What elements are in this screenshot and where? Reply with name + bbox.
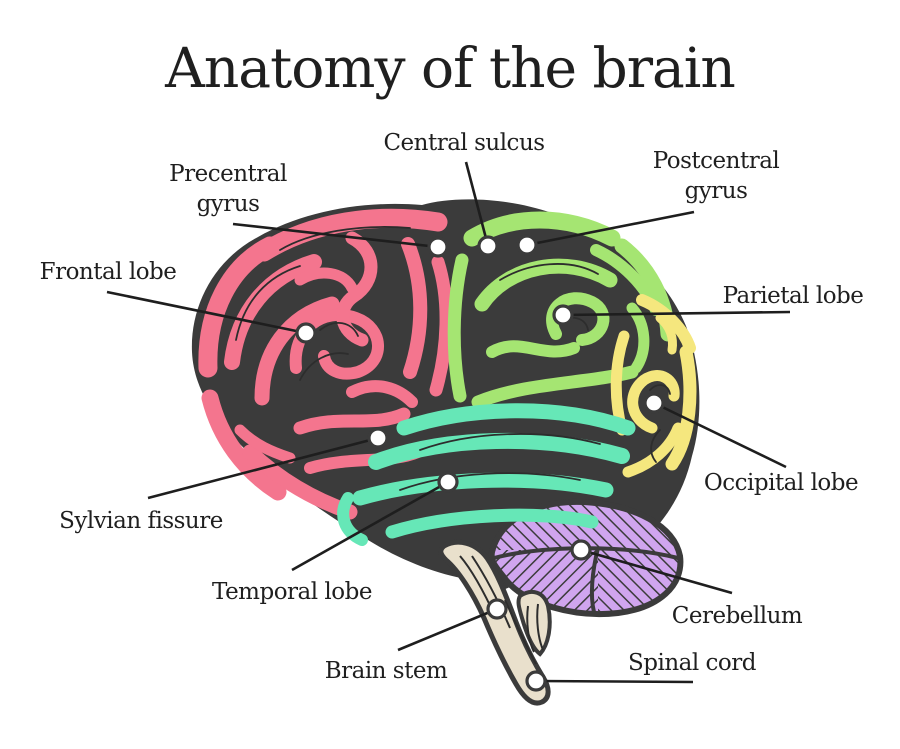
detail-line — [499, 263, 599, 281]
gyrus-stroke — [636, 294, 696, 354]
gyrus-stroke — [336, 231, 378, 347]
label-frontal-lobe: Frontal lobe — [39, 259, 177, 285]
leader-line-sylvian-fissure — [147, 436, 379, 500]
marker-parietal-lobe — [552, 304, 574, 326]
gyrus-stroke — [294, 267, 358, 294]
gyrus-stroke — [198, 236, 280, 378]
marker-occipital-lobe — [643, 392, 665, 414]
leader-line-cerebellum — [580, 548, 733, 595]
marker-brain-stem — [486, 598, 508, 620]
gyrus-stroke — [337, 492, 368, 546]
brain-stem-shape — [438, 539, 551, 706]
gyrus-stroke — [665, 345, 697, 471]
stem-detail — [504, 599, 537, 665]
gyrus-stroke — [626, 302, 650, 374]
marker-sylvian-fissure — [367, 427, 389, 449]
label-spinal-cord: Spinal cord — [628, 650, 756, 676]
gyrus-stroke — [429, 255, 453, 397]
label-precentral-gyrus: Precentral gyrus — [169, 161, 287, 218]
leader-line-temporal-lobe — [291, 480, 449, 572]
gyrus-stroke — [254, 296, 340, 406]
leader-line-central-sulcus — [464, 161, 490, 247]
marker-temporal-lobe — [437, 471, 459, 493]
brain-stem-lobe — [516, 589, 552, 657]
stem-detail — [536, 603, 544, 651]
leader-line-brain-stem — [397, 607, 498, 652]
detail-line — [649, 384, 671, 395]
detail-line — [650, 429, 661, 463]
marker-precentral-gyrus — [427, 236, 449, 258]
gyrus-stroke — [224, 254, 322, 370]
stem-detail — [471, 555, 511, 629]
gyrus-stroke — [368, 432, 630, 470]
detail-line — [279, 226, 411, 251]
detail-line — [419, 433, 601, 451]
callout-markers — [295, 234, 665, 692]
label-brain-stem: Brain stem — [324, 658, 448, 684]
gyrus-stroke — [401, 237, 428, 379]
marker-spinal-cord — [525, 670, 547, 692]
leader-lines — [106, 161, 791, 684]
marker-postcentral-gyrus — [516, 234, 538, 256]
leader-line-precentral-gyrus — [232, 222, 439, 249]
leader-line-frontal-lobe — [106, 290, 307, 335]
gyrus-stroke — [447, 253, 469, 403]
gyrus-stroke — [254, 208, 448, 262]
label-cerebellum: Cerebellum — [671, 603, 803, 629]
label-parietal-lobe: Parietal lobe — [722, 283, 864, 309]
page-title: Anatomy of the brain — [165, 36, 736, 100]
leader-line-postcentral-gyrus — [526, 210, 695, 247]
gyrus-stroke — [486, 340, 580, 358]
gyri-detail-lines — [235, 226, 671, 491]
label-sylvian-fissure: Sylvian fissure — [59, 508, 223, 534]
label-occipital-lobe: Occipital lobe — [703, 470, 859, 496]
detail-line — [399, 472, 581, 491]
detail-line — [235, 265, 301, 341]
leader-line-parietal-lobe — [562, 310, 791, 317]
detail-line — [299, 352, 349, 381]
gyrus-stroke — [352, 472, 614, 506]
brain-stem-region — [438, 539, 552, 706]
gyrus-stroke — [201, 389, 287, 501]
marker-central-sulcus — [477, 235, 499, 257]
marker-cerebellum — [570, 539, 592, 561]
label-central-sulcus: Central sulcus — [383, 130, 545, 156]
gyrus-stroke — [346, 380, 418, 408]
gyrus-stroke — [655, 313, 677, 355]
gyrus-stroke — [293, 407, 411, 435]
stem-detail — [526, 605, 535, 653]
label-postcentral-gyrus: Postcentral gyrus — [652, 148, 780, 205]
frontal-lobe-region — [198, 208, 453, 520]
gyrus-stroke — [234, 424, 296, 464]
marker-frontal-lobe — [295, 322, 317, 344]
gyrus-stroke — [622, 422, 684, 478]
detail-line — [319, 322, 359, 337]
label-temporal-lobe: Temporal lobe — [212, 579, 372, 605]
gyrus-stroke — [396, 403, 636, 436]
temporal-lobe-region — [337, 403, 636, 546]
leader-line-spinal-cord — [535, 679, 694, 684]
gyrus-stroke — [627, 370, 680, 434]
gyrus-stroke — [385, 508, 599, 539]
leader-line-occipital-lobe — [653, 401, 787, 469]
